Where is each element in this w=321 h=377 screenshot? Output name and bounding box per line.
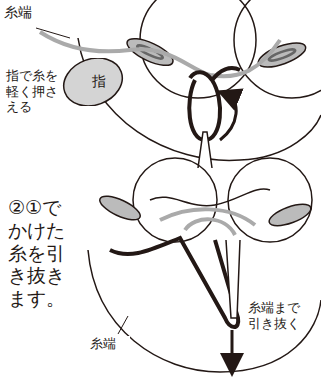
thread-end-label: 糸端 xyxy=(90,336,130,352)
note-text: 糸端まで引き抜く xyxy=(248,300,304,331)
finger-oval: 指 xyxy=(62,58,124,106)
note-text: 指で糸を軽く押さえる xyxy=(6,68,60,115)
step-text: ②①でかけた糸を引き抜きます。 xyxy=(8,196,68,310)
finger-label: 指 xyxy=(68,73,130,91)
thread-end-label: 糸端 xyxy=(4,4,64,21)
